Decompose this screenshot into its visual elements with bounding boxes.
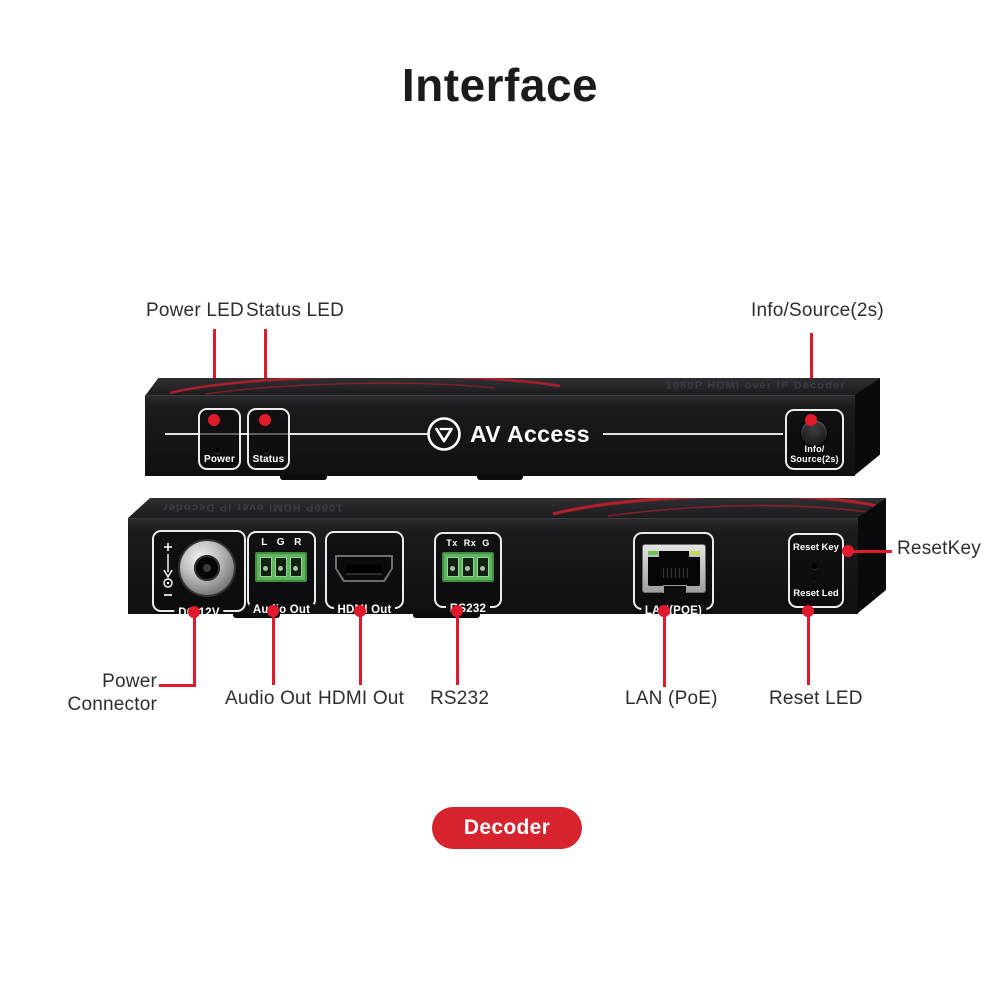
- front-panel-foot: [477, 475, 523, 480]
- hdmi-port-slot: [346, 565, 382, 575]
- lan-port-label: LAN(POE): [640, 605, 707, 614]
- leader-dot-status-led: [259, 414, 271, 426]
- front-panel-foot: [280, 475, 327, 480]
- rs232-pin-labels: Tx Rx G: [436, 538, 500, 548]
- rear-panel-face: DC 12V L G R Audio Out HDMI Out: [128, 518, 858, 614]
- page-title: Interface: [401, 59, 599, 111]
- rs232-terminal: [462, 557, 474, 577]
- reset-led-inner-label: Reset Led: [793, 588, 839, 599]
- rj45-led-green: [648, 551, 658, 555]
- rj45-notch: [663, 585, 687, 593]
- reset-led-hole: [812, 576, 817, 581]
- audio-terminal: [290, 557, 302, 577]
- reset-key-label: Reset Key: [793, 542, 839, 553]
- rear-panel-side-face: [858, 498, 886, 613]
- rs232-pin-g: G: [482, 538, 490, 548]
- hdmi-out-box: HDMI Out: [325, 531, 404, 614]
- lan-rj45-inner: [648, 551, 700, 586]
- status-led-box: Status: [247, 408, 290, 470]
- status-led-label: Status: [252, 454, 285, 465]
- leader-line-power-connector-v: [193, 612, 196, 687]
- reset-key-hole: [812, 563, 818, 569]
- brand-logo: AV Access: [426, 416, 590, 452]
- audio-phoenix-connector: [255, 552, 307, 582]
- dc-barrel-hole: [194, 555, 220, 581]
- front-panel-top-face: 1080P HDMI over IP Decoder: [145, 378, 880, 396]
- leader-line-status-led: [264, 329, 267, 416]
- dc-barrel-connector: [180, 541, 234, 595]
- audio-pin-labels: L G R: [249, 537, 314, 548]
- hdmi-port-inner: [337, 557, 391, 580]
- front-panel-side-face: [855, 378, 880, 475]
- rj45-led-yellow: [690, 551, 700, 555]
- leader-line-hdmi-out: [359, 611, 362, 685]
- leader-dot-power-led: [208, 414, 220, 426]
- callout-audio-out: Audio Out: [225, 688, 312, 709]
- front-panel-rule-left: [165, 433, 428, 435]
- red-swirl-graphic: [169, 378, 561, 395]
- callout-lan-poe: LAN (PoE): [625, 688, 718, 709]
- rs232-pin-rx: Rx: [463, 538, 477, 548]
- rs232-terminal: [477, 557, 489, 577]
- callout-power-connector-line2: Connector: [67, 694, 157, 715]
- audio-terminal: [260, 557, 272, 577]
- rs232-port-label: RS232: [445, 603, 491, 614]
- dc-barrel-pin: [203, 564, 211, 572]
- lan-box: LAN(POE): [633, 532, 714, 614]
- reset-box: Reset Key Reset Led: [788, 533, 844, 608]
- callout-reset-led: Reset LED: [769, 688, 863, 709]
- rj45-pins: [660, 568, 688, 578]
- callout-reset-key: ResetKey: [897, 538, 981, 559]
- rs232-box: Tx Rx G RS232: [434, 532, 502, 614]
- front-panel-face: Power Status AV Access Info/ Source(2s): [145, 395, 855, 476]
- audio-pin-l: L: [261, 537, 268, 548]
- callout-power-led: Power LED: [146, 300, 244, 321]
- callout-hdmi-out: HDMI Out: [318, 688, 405, 709]
- rs232-terminal: [447, 557, 459, 577]
- front-panel-rule-right: [603, 433, 783, 435]
- rs232-pin-tx: Tx: [446, 538, 458, 548]
- av-access-logo-icon: [427, 417, 461, 451]
- power-led-label: Power: [203, 454, 235, 465]
- hdmi-port: [335, 555, 393, 582]
- status-led-hole: [264, 448, 269, 453]
- leader-line-power-connector-h: [159, 684, 196, 687]
- leader-dot-reset-key: [842, 545, 854, 557]
- leader-dot-info-source: [805, 414, 817, 426]
- leader-line-reset-key: [851, 550, 892, 553]
- red-swirl-graphic: [552, 498, 884, 517]
- callout-power-connector: Power Connector: [57, 670, 157, 716]
- callout-status-led: Status LED: [246, 300, 345, 321]
- leader-line-power-led: [213, 329, 216, 416]
- callout-rs232: RS232: [430, 688, 490, 709]
- audio-terminal: [275, 557, 287, 577]
- leader-line-rs232: [456, 611, 459, 685]
- rs232-phoenix-connector: [442, 552, 494, 582]
- leader-line-reset-led: [807, 611, 810, 685]
- callout-info-source: Info/Source(2s): [751, 300, 884, 321]
- callout-power-connector-line1: Power: [102, 671, 157, 692]
- leader-line-info-source: [810, 333, 813, 417]
- info-label-line1: Info/: [804, 444, 825, 454]
- audio-port-label: Audio Out: [248, 604, 315, 614]
- power-led-hole: [215, 448, 220, 453]
- info-label-line2: Source(2s): [790, 453, 839, 464]
- rear-panel-foot: [233, 613, 280, 618]
- info-source-button-label: Info/ Source(2s): [787, 444, 842, 464]
- brand-name: AV Access: [470, 420, 590, 447]
- rear-panel-top-face: 1080P HDMI over IP Decoder: [128, 498, 886, 518]
- leader-line-audio-out: [272, 611, 275, 685]
- lan-rj45-port: [642, 544, 706, 593]
- leader-line-lan: [663, 611, 666, 687]
- rear-panel-foot: [413, 613, 480, 618]
- rear-panel-model-etch: 1080P HDMI over IP Decoder: [162, 501, 343, 513]
- polarity-icon: [163, 543, 173, 596]
- audio-pin-g: G: [276, 537, 286, 548]
- audio-pin-r: R: [294, 537, 302, 548]
- dc-power-box: DC 12V: [152, 530, 246, 614]
- decoder-badge: Decoder: [432, 807, 582, 849]
- audio-out-box: L G R Audio Out: [247, 531, 316, 614]
- front-panel-model-etch: 1080P HDMI over IP Decoder: [665, 380, 846, 392]
